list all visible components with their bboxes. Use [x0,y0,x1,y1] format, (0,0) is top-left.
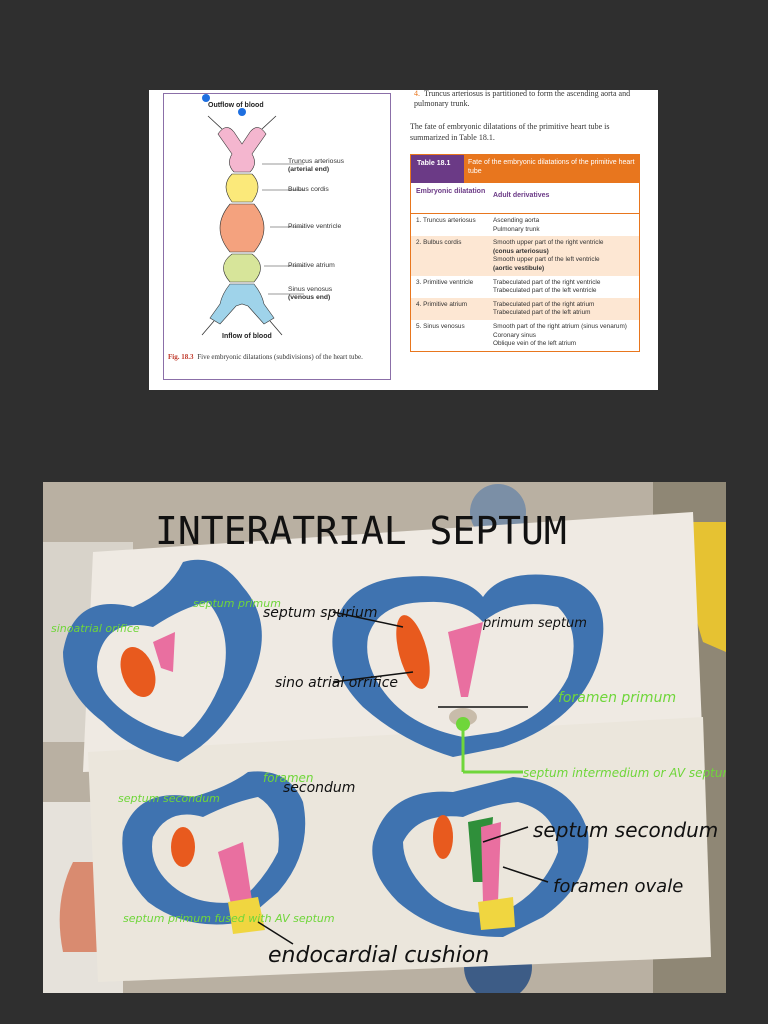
photo-label-black: primum septum [482,616,587,631]
photo-label-green: sinoatrial orifice [51,622,140,635]
table-number: Table 18.1 [411,155,464,183]
table-row: 5. Sinus venosus Smooth part of the righ… [411,320,639,351]
figure-label: Truncus arteriosus (arterial end) [288,158,345,173]
table-cell: Smooth part of the right atrium (sinus v… [493,322,627,348]
marker-dot[interactable] [202,94,210,102]
fate-paragraph: The fate of embryonic dilatations of the… [410,122,610,142]
table-row: 3. Primitive ventricle Trabeculated part… [411,276,639,298]
photo-label-green: septum primum fused with AV septum [123,912,335,925]
table-cell: 5. Sinus venosus [416,322,465,330]
table-cell: 4. Primitive atrium [416,300,468,308]
point-number: 4. [414,90,420,98]
table-column-headers: Embryonic dilatation Adult derivatives [411,183,639,214]
photo-label-black: septum spurium [263,605,377,621]
table-18-1: Table 18.1 Fate of the embryonic dilatat… [410,154,640,352]
photo-title: INTERATRIAL SEPTUM [155,509,567,553]
figure-caption: Fig. 18.3 Five embryonic dilatations (su… [168,353,386,362]
heart-tube-diagram [201,115,304,336]
figure-label: Primitive ventricle [288,223,342,230]
photo-label-green: septum secondum [118,792,220,805]
table-row: 1. Truncus arteriosus Ascending aorta Pu… [411,214,639,236]
figure-number: Fig. 18.3 [168,353,194,361]
inflow-label: Inflow of blood [222,333,272,340]
photo-label-green: septum intermedium or AV septum [523,766,726,780]
heart-tube-figure: Outflow of blood Truncus arteriosus (art… [163,93,391,380]
figure-caption-text: Five embryonic dilatations (subdivisions… [197,353,363,361]
table-cell: 2. Bulbus cordis [416,239,462,247]
column-header: Adult derivatives [493,192,550,199]
interatrial-septum-model: INTERATRIAL SEPTUM septum spurium primum… [43,482,726,993]
photo-label-green: foramen [263,771,314,785]
photo-label-green: septum primum [193,597,281,610]
photo-label-black: sino atrial orrifice [275,675,398,691]
table-cell: 1. Truncus arteriosus [416,217,476,224]
table-cell: 3. Primitive ventricle [416,278,474,286]
marker-dot[interactable] [238,108,246,116]
model-photo: INTERATRIAL SEPTUM septum spurium primum… [43,482,726,993]
point-text: Truncus arteriosus is partitioned to for… [414,90,631,108]
photo-label-black: secondum [283,780,355,796]
table-header: Table 18.1 Fate of the embryonic dilatat… [411,155,639,183]
table-row: 4. Primitive atrium Trabeculated part of… [411,297,639,320]
textbook-page: Outflow of blood Truncus arteriosus (art… [149,90,658,390]
point-4: 4.Truncus arteriosus is partitioned to f… [414,90,642,109]
table-cell: Ascending aorta Pulmonary trunk [493,217,540,233]
photo-label-black: endocardial cushion [268,943,489,968]
photo-label-black: septum secondum [533,818,718,842]
photo-label-black: foramen ovale [553,876,683,897]
figure-label: Primitive atrium [288,262,335,269]
table-row: 2. Bulbus cordis Smooth upper part of th… [411,236,639,276]
figure-label: Sinus venosus (venous end) [288,286,333,301]
table-cell: Smooth upper part of the right ventricle… [493,239,604,272]
table-cell: Trabeculated part of the right atrium Tr… [493,300,595,317]
outflow-label: Outflow of blood [208,102,264,109]
table-cell: Trabeculated part of the right ventricle… [493,278,601,295]
photo-label-green: foramen primum [558,690,676,706]
column-header: Embryonic dilatation [416,188,486,195]
figure-label: Bulbus cordis [288,186,329,193]
table-title: Fate of the embryonic dilatations of the… [464,155,639,183]
